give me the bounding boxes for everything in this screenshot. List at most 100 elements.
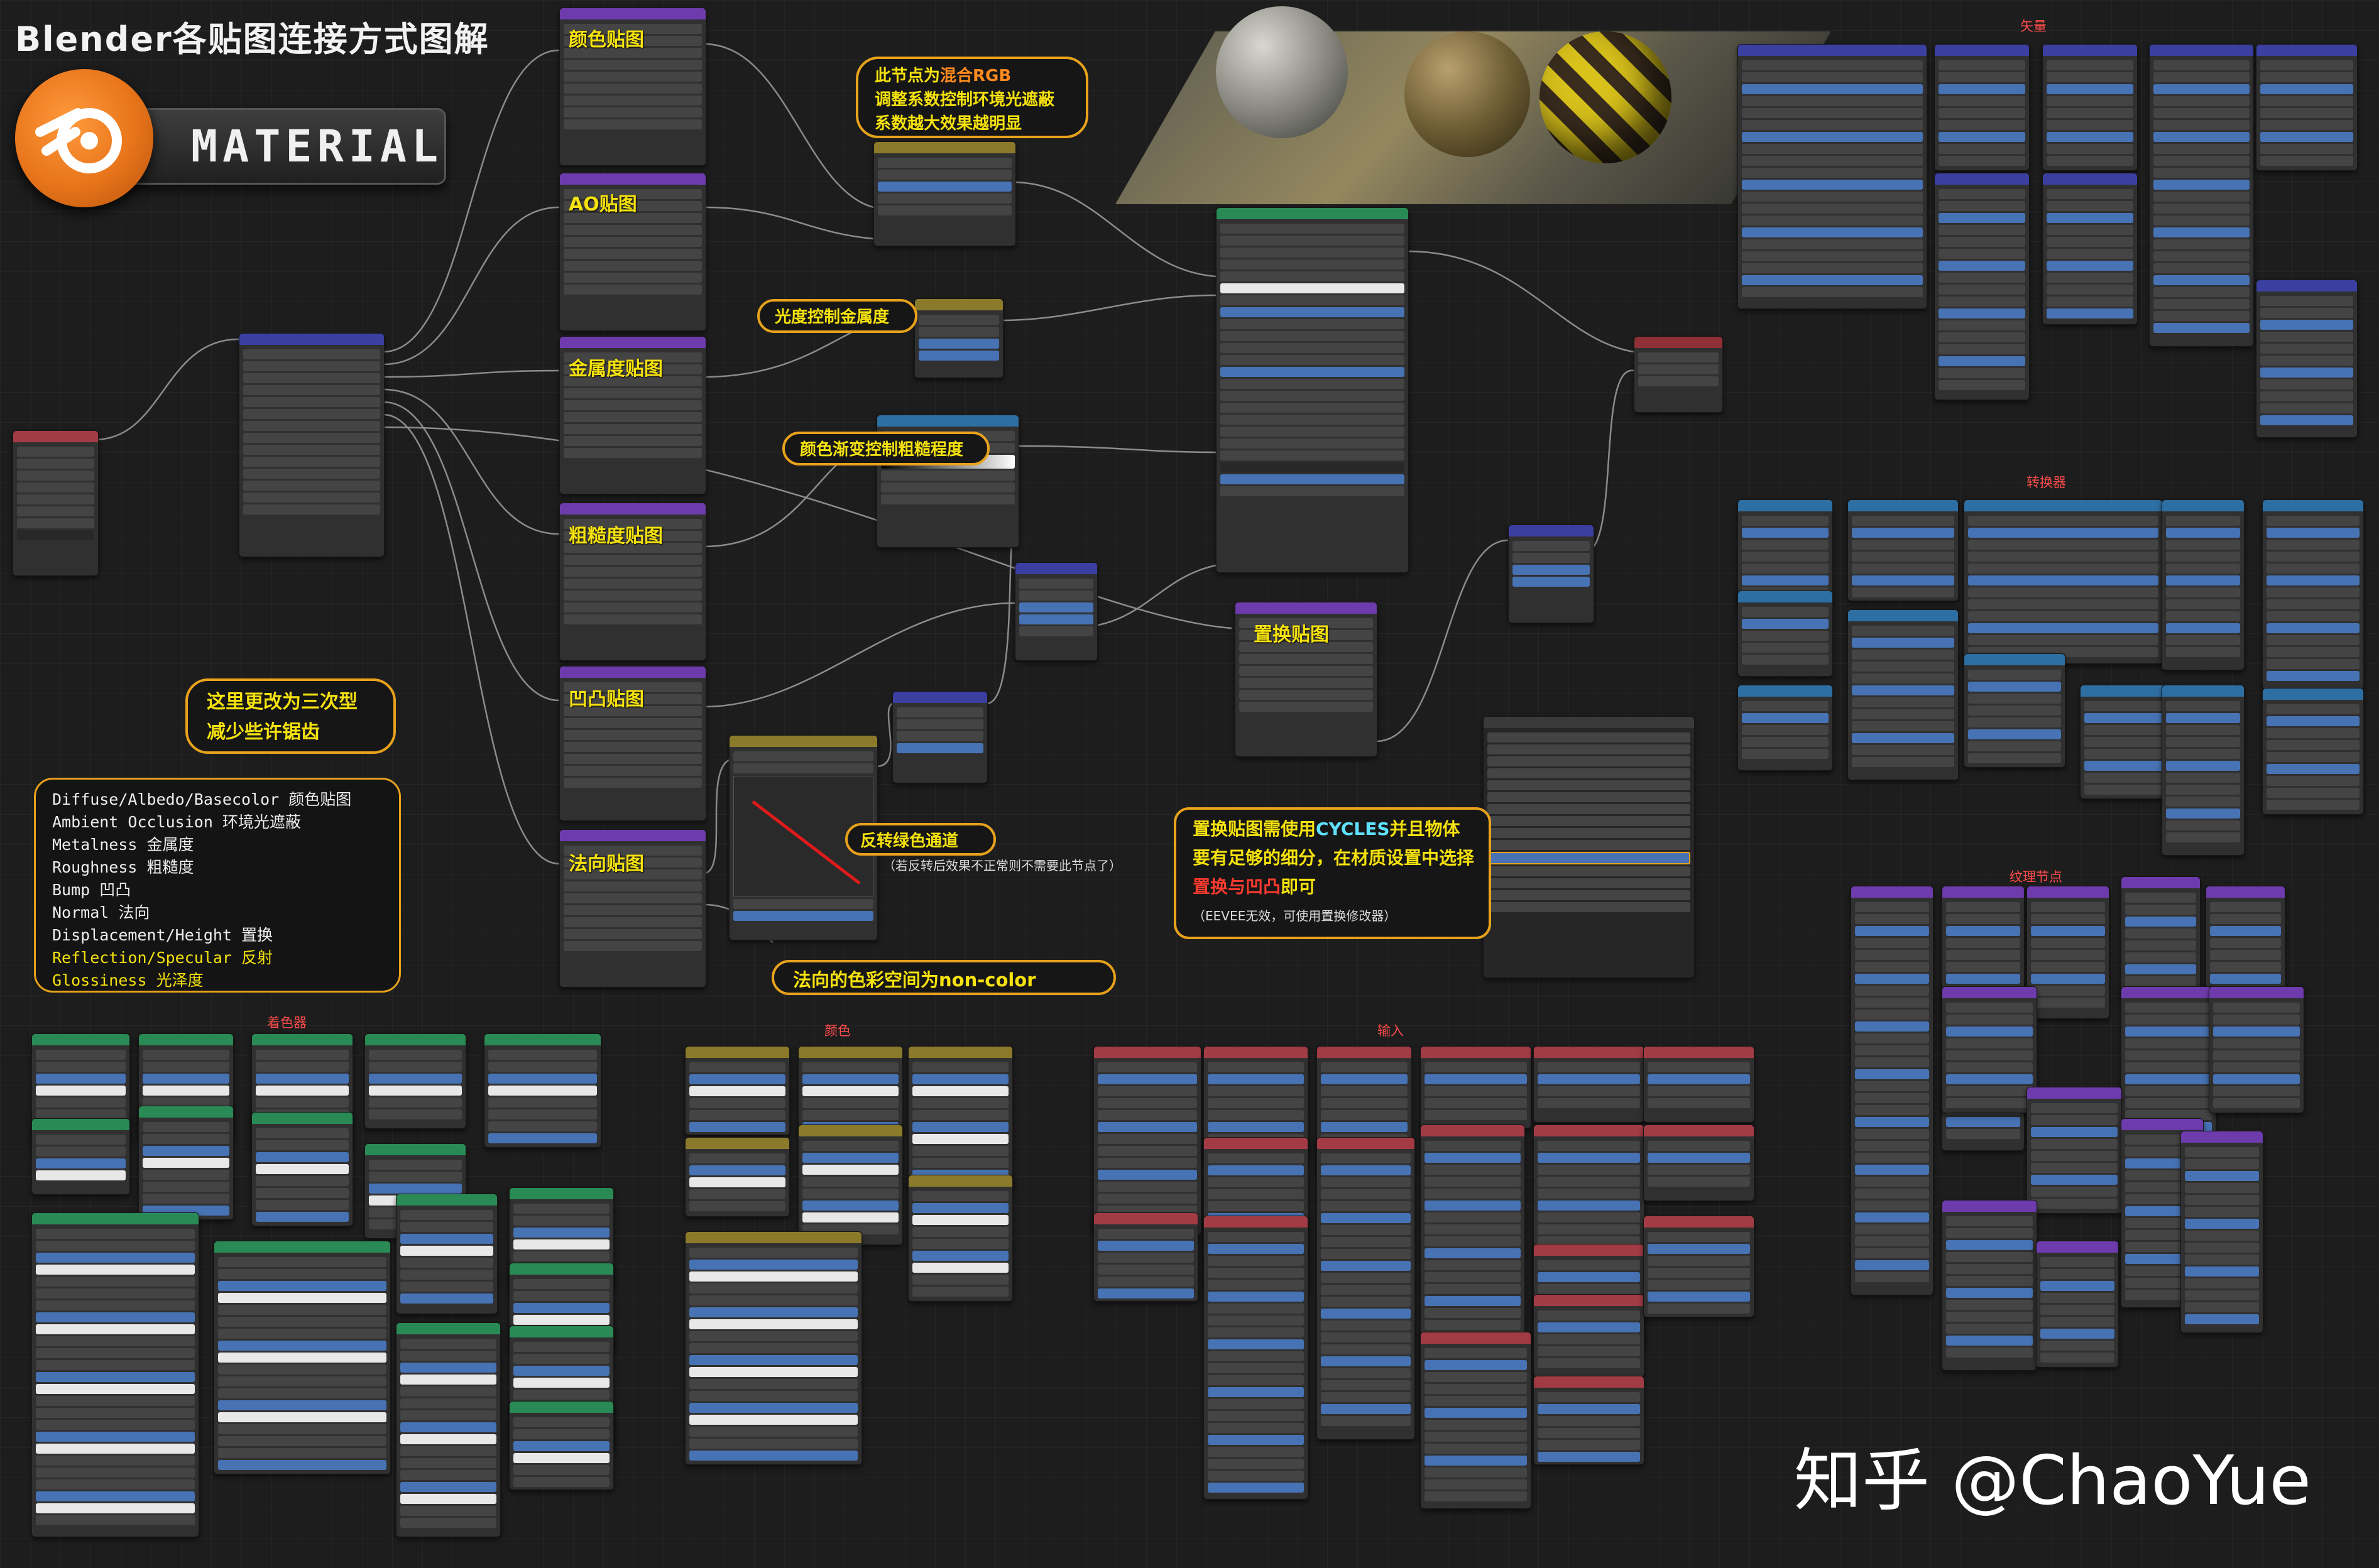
library-node[interactable] — [364, 1033, 466, 1129]
legend-item: Glossiness 光泽度 — [52, 971, 204, 989]
normal-map-node[interactable] — [892, 691, 988, 783]
library-node[interactable] — [214, 1241, 391, 1474]
library-node[interactable] — [251, 1112, 353, 1226]
library-node[interactable] — [1533, 1046, 1644, 1123]
library-node[interactable] — [908, 1175, 1013, 1302]
node-header — [1534, 1047, 1644, 1058]
library-node[interactable] — [509, 1401, 614, 1490]
library-node[interactable] — [2209, 986, 2304, 1113]
library-node[interactable] — [396, 1194, 498, 1314]
library-node[interactable] — [484, 1033, 601, 1148]
library-node[interactable] — [1847, 609, 1959, 780]
node-header — [1534, 1125, 1644, 1136]
library-node[interactable] — [138, 1106, 234, 1220]
library-node[interactable] — [1737, 499, 1833, 607]
material-output-node[interactable] — [1634, 336, 1723, 413]
library-node[interactable] — [2262, 688, 2364, 815]
library-node[interactable] — [31, 1118, 130, 1195]
brightness-contrast-node[interactable] — [914, 298, 1004, 378]
library-node[interactable] — [2036, 1241, 2119, 1368]
library-node[interactable] — [1737, 591, 1833, 677]
library-node[interactable] — [1420, 1332, 1531, 1509]
image-texture-ao[interactable] — [559, 173, 706, 331]
material-settings-panel[interactable] — [1483, 716, 1695, 978]
library-node[interactable] — [685, 1137, 790, 1217]
library-node[interactable] — [685, 1231, 862, 1465]
library-node[interactable] — [1737, 44, 1927, 309]
node-header — [2027, 886, 2109, 898]
image-texture-roughness[interactable] — [559, 503, 706, 661]
image-texture-displacement[interactable] — [1235, 602, 1377, 757]
library-node[interactable] — [396, 1322, 501, 1537]
library-node[interactable] — [1942, 1200, 2037, 1371]
node-header — [1094, 1047, 1201, 1058]
node-header — [730, 736, 877, 747]
library-node[interactable] — [1934, 173, 2030, 400]
legend-item: Ambient Occlusion 环境光遮蔽 — [52, 813, 301, 831]
node-header — [239, 334, 384, 345]
library-node[interactable] — [2042, 44, 2138, 171]
library-node[interactable] — [908, 1046, 1013, 1192]
library-node[interactable] — [1934, 44, 2030, 171]
logo-text: MATERIAL — [191, 121, 444, 172]
library-node[interactable] — [1964, 499, 2163, 664]
node-header — [1217, 208, 1408, 219]
node-header — [2162, 685, 2244, 697]
library-node[interactable] — [1643, 1046, 1754, 1123]
library-node[interactable] — [798, 1046, 903, 1135]
library-node[interactable] — [2149, 44, 2254, 347]
library-node[interactable] — [798, 1124, 903, 1245]
image-texture-normal[interactable] — [559, 829, 706, 988]
library-node[interactable] — [2162, 499, 2245, 670]
library-node[interactable] — [31, 1212, 199, 1537]
mix-rgb-node[interactable] — [873, 141, 1016, 246]
library-node[interactable] — [2256, 44, 2358, 171]
library-node[interactable] — [1643, 1124, 1754, 1201]
image-texture-color[interactable] — [559, 8, 706, 166]
principled-bsdf-node[interactable] — [1216, 207, 1409, 573]
node-header — [1317, 1138, 1414, 1149]
library-node[interactable] — [2026, 1087, 2122, 1214]
hazard-sphere — [1540, 31, 1671, 163]
library-node[interactable] — [2256, 280, 2358, 438]
label-ao-map: AO贴图 — [569, 193, 637, 215]
node-header — [2027, 1087, 2121, 1099]
library-node[interactable] — [2042, 173, 2138, 325]
library-node[interactable] — [1093, 1046, 1201, 1236]
library-node[interactable] — [2121, 876, 2201, 997]
bump-node[interactable] — [1015, 562, 1098, 661]
library-node[interactable] — [2162, 685, 2245, 856]
library-node[interactable] — [1964, 653, 2065, 768]
node-header — [1204, 1138, 1308, 1149]
library-node[interactable] — [2026, 886, 2109, 1019]
library-node[interactable] — [1533, 1376, 1644, 1465]
node-header — [1738, 591, 1832, 602]
displacement-node[interactable] — [1508, 525, 1594, 623]
image-texture-metal[interactable] — [559, 336, 706, 494]
library-node[interactable] — [2262, 499, 2364, 689]
library-node[interactable] — [1942, 986, 2037, 1113]
library-node[interactable] — [1203, 1216, 1308, 1500]
library-node[interactable] — [1093, 1212, 1198, 1302]
node-header — [877, 415, 1019, 427]
texture-coordinate-node[interactable] — [13, 430, 99, 576]
node-header — [365, 1034, 466, 1045]
node-header — [1509, 525, 1594, 536]
library-node[interactable] — [1643, 1216, 1754, 1317]
node-header — [1942, 1200, 2037, 1212]
library-node[interactable] — [1533, 1294, 1644, 1377]
library-node[interactable] — [1737, 685, 1833, 771]
library-node[interactable] — [1316, 1137, 1415, 1440]
node-header — [1942, 987, 2037, 998]
library-node[interactable] — [685, 1046, 790, 1135]
blender-logo: MATERIAL — [15, 69, 449, 207]
mapping-node[interactable] — [239, 333, 385, 557]
node-header — [2150, 45, 2253, 56]
library-node[interactable] — [1851, 886, 1933, 1295]
image-texture-bump[interactable] — [559, 666, 706, 821]
watermark: 知乎 @ChaoYue — [1794, 1442, 2311, 1520]
library-node[interactable] — [1420, 1046, 1531, 1129]
library-node[interactable] — [2180, 1131, 2263, 1333]
node-header — [32, 1213, 199, 1224]
library-node[interactable] — [1847, 499, 1959, 601]
